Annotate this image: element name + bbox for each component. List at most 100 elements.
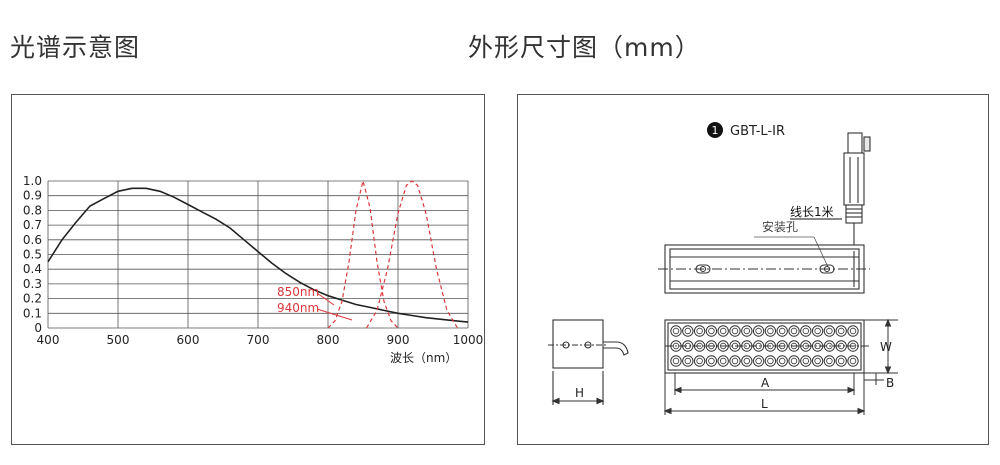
light-bar-side-view <box>548 319 629 405</box>
x-tick-label: 500 <box>107 333 130 347</box>
led-lens <box>847 325 859 337</box>
y-tick-label: 0.9 <box>23 189 42 203</box>
led-lens <box>764 325 777 337</box>
series-line-940nm <box>365 180 459 329</box>
y-tick-label: 0.2 <box>23 292 42 306</box>
led-lens <box>682 325 694 337</box>
led-lens-inner <box>708 357 715 365</box>
annotation-940nm: 940nm <box>277 301 319 315</box>
led-lens <box>670 355 682 367</box>
y-tick-label: 0.6 <box>23 233 42 247</box>
x-tick-label: 700 <box>247 333 270 347</box>
led-lens-inner <box>814 327 821 335</box>
led-lens <box>752 340 765 352</box>
chart-annotations: 850nm 940nm <box>277 285 353 321</box>
model-number-badge-text: 1 <box>712 124 719 137</box>
led-lens-inner <box>672 342 680 350</box>
led-lens-inner <box>767 357 774 365</box>
led-lens <box>705 340 718 352</box>
led-lens-inner <box>696 357 703 365</box>
led-lens-inner <box>684 357 691 365</box>
led-lens-inner <box>731 342 739 350</box>
led-lens <box>788 355 800 367</box>
spectrum-heading: 光谱示意图 <box>10 33 141 62</box>
led-lens-inner <box>719 357 727 365</box>
y-tick-label: 0.4 <box>23 262 42 276</box>
dimension-h: H <box>575 386 584 400</box>
led-lens-inner <box>719 327 727 335</box>
x-tick-label: 900 <box>387 333 410 347</box>
led-lens <box>776 355 788 367</box>
dimension-w: W <box>880 340 892 354</box>
led-lens <box>800 340 812 352</box>
series-line-0 <box>47 187 469 323</box>
led-lens <box>693 355 706 367</box>
led-lens <box>682 355 694 367</box>
led-lens <box>741 325 753 337</box>
led-lens <box>764 340 777 352</box>
led-lens <box>717 325 729 337</box>
led-lens-inner <box>731 357 739 365</box>
series-line-850nm <box>327 180 399 329</box>
led-lens-inner <box>767 342 774 350</box>
led-lens <box>705 325 718 337</box>
led-lens-inner <box>719 342 727 350</box>
y-tick-label: 0.8 <box>23 203 42 217</box>
led-lens-inner <box>755 357 762 365</box>
x-tick-label: 800 <box>317 333 340 347</box>
led-lens <box>835 355 847 367</box>
led-lens <box>800 325 812 337</box>
led-lens-inner <box>696 342 703 350</box>
led-lens <box>717 355 729 367</box>
annotation-850nm: 850nm <box>277 285 319 299</box>
mounting-hole-label: 安装孔 <box>762 219 798 234</box>
y-tick-label: 0.5 <box>23 248 42 262</box>
led-lens <box>847 355 859 367</box>
y-tick-labels: 1.00.90.80.70.60.50.40.30.20.10 <box>23 174 42 335</box>
y-tick-label: 0.3 <box>23 277 42 291</box>
led-lens-inner <box>790 342 798 350</box>
cable-connector <box>843 132 871 245</box>
dimension-panel: 1 GBT-L-IR 线长1米 安装孔 <box>517 94 989 445</box>
led-lens-inner <box>779 357 786 365</box>
led-lens-inner <box>814 357 821 365</box>
dimension-drawing: 1 GBT-L-IR 线长1米 安装孔 <box>548 122 898 415</box>
led-lens <box>811 325 824 337</box>
annotation-leader-850 <box>316 292 335 306</box>
led-lens <box>776 340 788 352</box>
led-lens <box>717 340 729 352</box>
model-name: GBT-L-IR <box>730 124 785 139</box>
led-lens-inner <box>779 327 786 335</box>
led-lens-inner <box>743 357 750 365</box>
led-lens-inner <box>790 357 798 365</box>
led-lens-inner <box>696 327 703 335</box>
annotation-leader-940 <box>316 308 353 321</box>
model-number-badge <box>707 122 723 138</box>
x-axis-label: 波长（nm） <box>390 351 457 365</box>
led-array <box>670 325 859 367</box>
led-lens-inner <box>779 342 786 350</box>
led-lens <box>847 340 859 352</box>
light-bar-top-view <box>658 244 870 294</box>
led-lens-inner <box>814 342 821 350</box>
led-lens-inner <box>838 357 845 365</box>
led-lens-inner <box>743 342 750 350</box>
dimensions-heading: 外形尺寸图（mm） <box>468 33 701 62</box>
y-tick-label: 0 <box>34 321 42 335</box>
led-lens <box>788 325 800 337</box>
led-lens-inner <box>755 327 762 335</box>
chart-series <box>47 180 469 329</box>
led-lens-inner <box>755 342 762 350</box>
led-lens <box>823 340 836 352</box>
led-lens <box>823 325 836 337</box>
led-lens <box>788 340 800 352</box>
led-lens-inner <box>826 342 833 350</box>
x-tick-label: 600 <box>177 333 200 347</box>
led-lens <box>800 355 812 367</box>
led-lens-inner <box>672 327 680 335</box>
led-lens-inner <box>826 357 833 365</box>
led-lens-inner <box>849 327 857 335</box>
